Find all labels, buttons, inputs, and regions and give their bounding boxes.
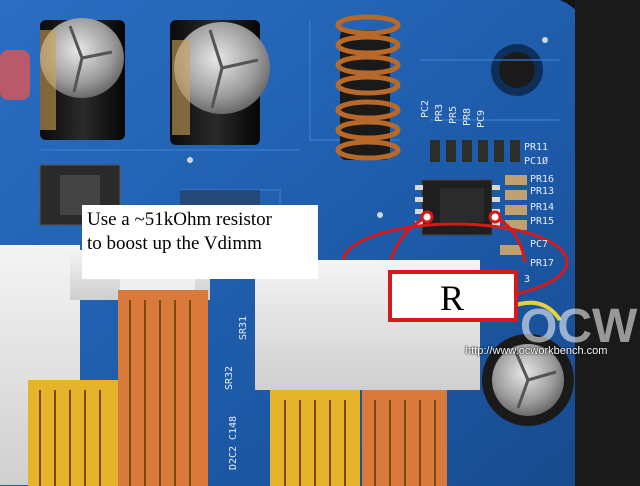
label-pc7: PC7: [530, 239, 548, 250]
annotation-line-2: to boost up the Vdimm: [87, 233, 262, 254]
label-pc2: PC2: [420, 100, 431, 118]
resistor-symbol: R: [440, 278, 465, 318]
watermark-url: http://www.ocworkbench.com: [465, 345, 608, 357]
solder-point-left: [420, 210, 434, 224]
capacitor-middle: [170, 20, 270, 145]
inductor-coil: [335, 14, 401, 161]
annotation-note: Use a ~51kOhm resistor to boost up the V…: [82, 205, 318, 279]
label-cap-marking: 3: [524, 274, 530, 285]
resistor-callout-box: R: [388, 270, 518, 322]
label-pr8: PR8: [462, 108, 473, 126]
label-pr3: PR3: [434, 104, 445, 122]
label-sr32: SR32: [224, 366, 235, 390]
solder-point-right: [488, 210, 502, 224]
annotation-line-1: Use a ~51kOhm resistor: [87, 209, 272, 230]
capacitor-bottom-right: [482, 334, 574, 426]
ocw-logo: OCW: [520, 300, 638, 353]
svg-text:OCW: OCW: [520, 300, 638, 353]
dimm-slots: [28, 290, 447, 486]
label-d2c2: D2C2: [228, 446, 239, 470]
label-pr17: PR17: [530, 258, 554, 269]
label-pr15: PR15: [530, 216, 554, 227]
label-pc10: PC1Ø: [524, 155, 548, 167]
label-pr13: PR13: [530, 186, 554, 197]
capacitor-left: [40, 18, 125, 140]
label-c148: C148: [228, 416, 239, 440]
label-pr11: PR11: [524, 142, 548, 153]
label-pr16: PR16: [530, 174, 554, 185]
label-pc9: PC9: [476, 110, 487, 128]
label-sr31: SR31: [238, 316, 249, 340]
label-pr14: PR14: [530, 202, 554, 213]
label-pr5: PR5: [448, 106, 459, 124]
